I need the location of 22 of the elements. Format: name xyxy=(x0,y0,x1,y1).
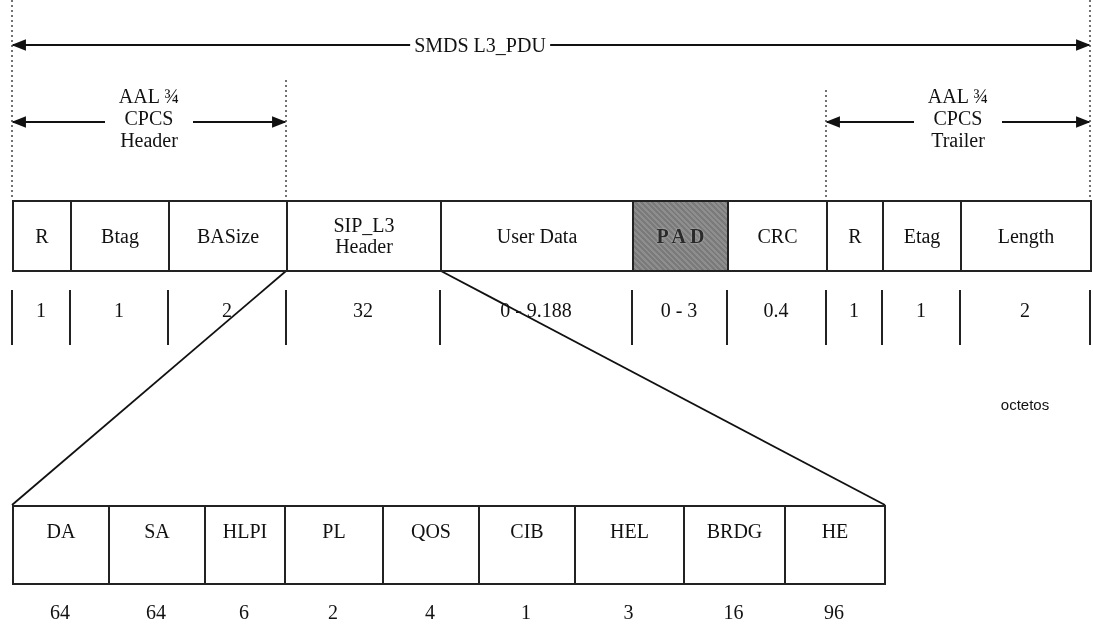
header-field-cell: User Data xyxy=(440,200,634,272)
expansion-line xyxy=(440,270,886,506)
header-field-cell: BASize xyxy=(168,200,288,272)
header-field-cell: Etag xyxy=(882,200,962,272)
header-field-cell: DA xyxy=(12,505,110,585)
header-field-cell: R xyxy=(12,200,72,272)
header-field-cell: CRC xyxy=(727,200,828,272)
padding-field-cell: P A D xyxy=(632,200,729,272)
header-field-cell: SA xyxy=(108,505,206,585)
header-field-cell: HE xyxy=(784,505,886,585)
header-field-cell: Btag xyxy=(70,200,170,272)
header-field-cell: HEL xyxy=(574,505,685,585)
header-field-cell: PL xyxy=(284,505,384,585)
expansion-line xyxy=(11,270,287,506)
size-value: 2 xyxy=(221,299,233,321)
header-field-cell: R xyxy=(826,200,884,272)
header-field-cell: SIP_L3 Header xyxy=(286,200,442,272)
header-field-cell: QOS xyxy=(382,505,480,585)
header-field-cell: BRDG xyxy=(683,505,786,585)
header-field-cell: Length xyxy=(960,200,1092,272)
header-field-cell: HLPI xyxy=(204,505,286,585)
header-field-cell: CIB xyxy=(478,505,576,585)
